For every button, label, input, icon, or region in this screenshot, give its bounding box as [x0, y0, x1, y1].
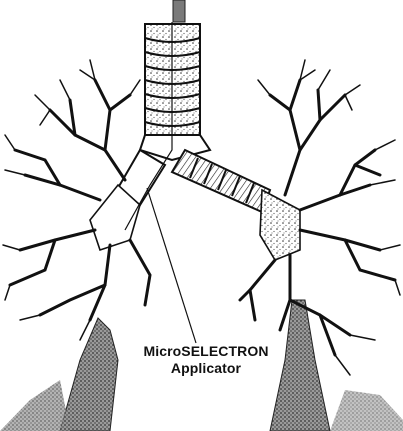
lower-right-shading-2 — [330, 390, 403, 431]
callout-leader-line — [147, 188, 196, 343]
right-lobe-hub — [260, 190, 300, 260]
label-line-2: Applicator — [116, 360, 296, 377]
lower-left-shading-2 — [0, 380, 70, 431]
lower-left-shading — [60, 318, 118, 431]
label-line-1: MicroSELECTRON — [116, 343, 296, 360]
applicator-callout-label: MicroSELECTRON Applicator — [116, 343, 296, 377]
applicator-rod-top — [173, 0, 185, 22]
